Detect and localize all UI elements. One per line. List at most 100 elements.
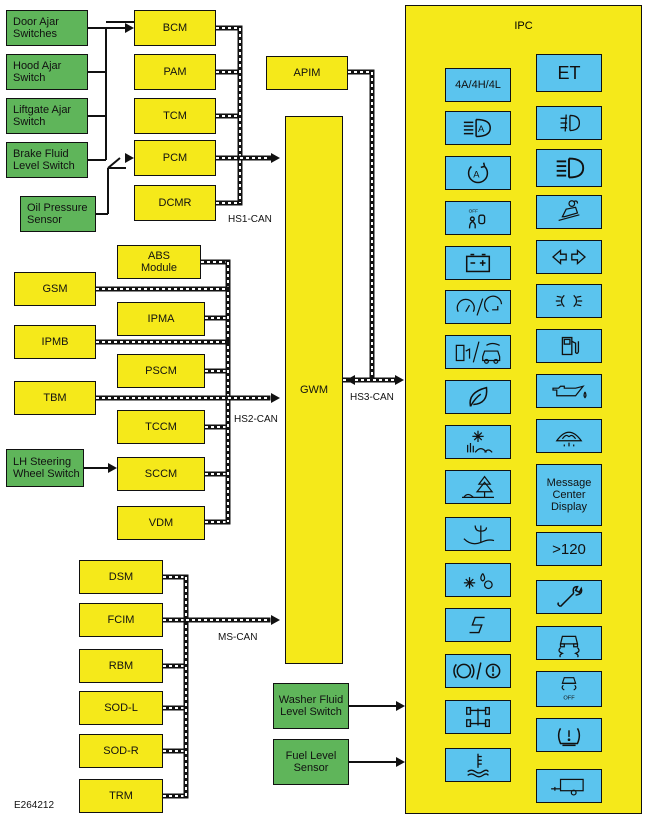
tire-pressure-icon xyxy=(536,718,602,752)
auto-high-beam-svg: A xyxy=(463,118,491,138)
coolant-temperature-icon xyxy=(445,748,511,782)
figure-id: E264212 xyxy=(14,800,55,811)
abs-module-box: ABS Module xyxy=(117,245,201,279)
sand-svg xyxy=(462,475,494,498)
dsm-box: DSM xyxy=(79,560,163,594)
washer-fluid-label: Washer Fluid Level Switch xyxy=(278,694,344,718)
gsm-label: GSM xyxy=(42,283,68,295)
dsm-label: DSM xyxy=(108,571,134,583)
service-wrench-icon xyxy=(536,580,602,614)
arrowhead-48 xyxy=(271,615,280,625)
ipc-cluster: IPC 4A/4H/4L A A OFF xyxy=(405,5,642,814)
arrowhead-12 xyxy=(125,153,134,163)
liftgate-ajar-label: Liftgate Ajar Switch xyxy=(13,104,72,128)
ipmb-label: IPMB xyxy=(41,336,69,348)
washer-svg xyxy=(555,431,583,447)
message-center-display: Message Center Display xyxy=(536,464,602,526)
sport-mode-icon xyxy=(445,608,511,642)
4a4h4l-text: 4A/4H/4L xyxy=(455,79,501,91)
pam-box: PAM xyxy=(134,54,216,90)
cruise-svg xyxy=(456,295,503,316)
traction-off-text: OFF xyxy=(563,695,575,701)
gwm-box: GWM xyxy=(285,116,343,664)
trm-box: TRM xyxy=(79,779,163,813)
wrench-svg xyxy=(557,585,583,608)
auto-start-stop-svg: A xyxy=(467,162,489,184)
airbag-off-svg: OFF xyxy=(469,208,486,229)
hs1-can-label: HS1-CAN xyxy=(228,214,272,225)
sccm-box: SCCM xyxy=(117,457,205,491)
fog-svg xyxy=(560,114,581,132)
snow-mode-icon xyxy=(445,425,511,459)
apim-label: APIM xyxy=(293,67,321,79)
arrowhead-39 xyxy=(108,463,117,473)
arrowhead-7 xyxy=(125,23,134,33)
ipmb-box: IPMB xyxy=(14,325,96,359)
washer-fluid-switch-box: Washer Fluid Level Switch xyxy=(273,683,349,729)
traction-off-svg: OFF xyxy=(561,677,577,701)
tbm-box: TBM xyxy=(14,381,96,415)
fcim-box: FCIM xyxy=(79,603,163,637)
brake-fluid-switch-box: Brake Fluid Level Switch xyxy=(6,142,88,178)
ms-can-label: MS-CAN xyxy=(218,632,258,643)
turn-signal-icon xyxy=(536,240,602,274)
pam-label: PAM xyxy=(163,66,187,78)
sand-mode-icon xyxy=(445,470,511,504)
fuel-level-sensor-box: Fuel Level Sensor xyxy=(273,739,349,785)
sccm-label: SCCM xyxy=(144,468,178,480)
arrowhead-50 xyxy=(396,701,405,711)
traction-control-off-icon: OFF xyxy=(536,671,602,707)
sod-r-box: SOD-R xyxy=(79,734,163,768)
slippery-mode-icon xyxy=(445,563,511,597)
sod-l-box: SOD-L xyxy=(79,691,163,725)
arrowhead-52 xyxy=(396,757,405,767)
gsm-box: GSM xyxy=(14,272,96,306)
speed-text: >120 xyxy=(552,540,586,558)
fuel-level-label: Fuel Level Sensor xyxy=(285,750,337,774)
tbm-label: TBM xyxy=(43,392,67,404)
cruise-control-icon xyxy=(445,290,511,324)
signal-wire-13 xyxy=(107,157,121,169)
lh-steering-wheel-switch-box: LH Steering Wheel Switch xyxy=(6,449,84,487)
snow-svg xyxy=(467,430,493,453)
slippery-svg xyxy=(463,573,493,590)
coolant-svg xyxy=(467,753,489,778)
hs3-can-label: HS3-CAN xyxy=(350,392,394,403)
parking-lamps-svg xyxy=(555,294,583,308)
pscm-label: PSCM xyxy=(145,365,177,377)
tcm-box: TCM xyxy=(134,98,216,134)
gwm-label: GWM xyxy=(299,384,329,396)
hill-descent-icon xyxy=(536,195,602,229)
vdm-box: VDM xyxy=(117,506,205,540)
sod-r-label: SOD-R xyxy=(103,745,139,757)
oil-pressure-label: Oil Pressure Sensor xyxy=(27,202,88,226)
eco-mode-icon xyxy=(445,380,511,414)
svg-text:A: A xyxy=(478,123,485,134)
low-fuel-svg xyxy=(561,336,580,356)
traction-svg xyxy=(558,635,580,658)
arrowhead-37 xyxy=(271,393,280,403)
hill-descent-svg xyxy=(558,200,580,222)
parking-lamps-icon xyxy=(536,284,602,318)
bcm-label: BCM xyxy=(162,22,188,34)
pscm-box: PSCM xyxy=(117,354,205,388)
sport-svg xyxy=(469,616,485,634)
ipma-box: IPMA xyxy=(117,302,205,336)
passenger-airbag-off-icon: OFF xyxy=(445,201,511,235)
ipma-label: IPMA xyxy=(147,313,175,325)
4wd-svg xyxy=(466,706,490,728)
trm-label: TRM xyxy=(109,790,133,802)
arrowhead-25 xyxy=(395,375,404,385)
pcm-label: PCM xyxy=(162,152,188,164)
high-beam-svg xyxy=(556,157,585,179)
sod-l-label: SOD-L xyxy=(104,702,138,714)
4a4h4l-indicator: 4A/4H/4L xyxy=(445,68,511,102)
dcmr-label: DCMR xyxy=(158,197,192,209)
rbm-label: RBM xyxy=(108,660,134,672)
eco-svg xyxy=(469,386,488,407)
arrowhead-21 xyxy=(271,153,280,163)
hood-ajar-switch-box: Hood Ajar Switch xyxy=(6,54,88,90)
et-text: ET xyxy=(557,62,581,83)
oil-svg xyxy=(552,385,587,399)
